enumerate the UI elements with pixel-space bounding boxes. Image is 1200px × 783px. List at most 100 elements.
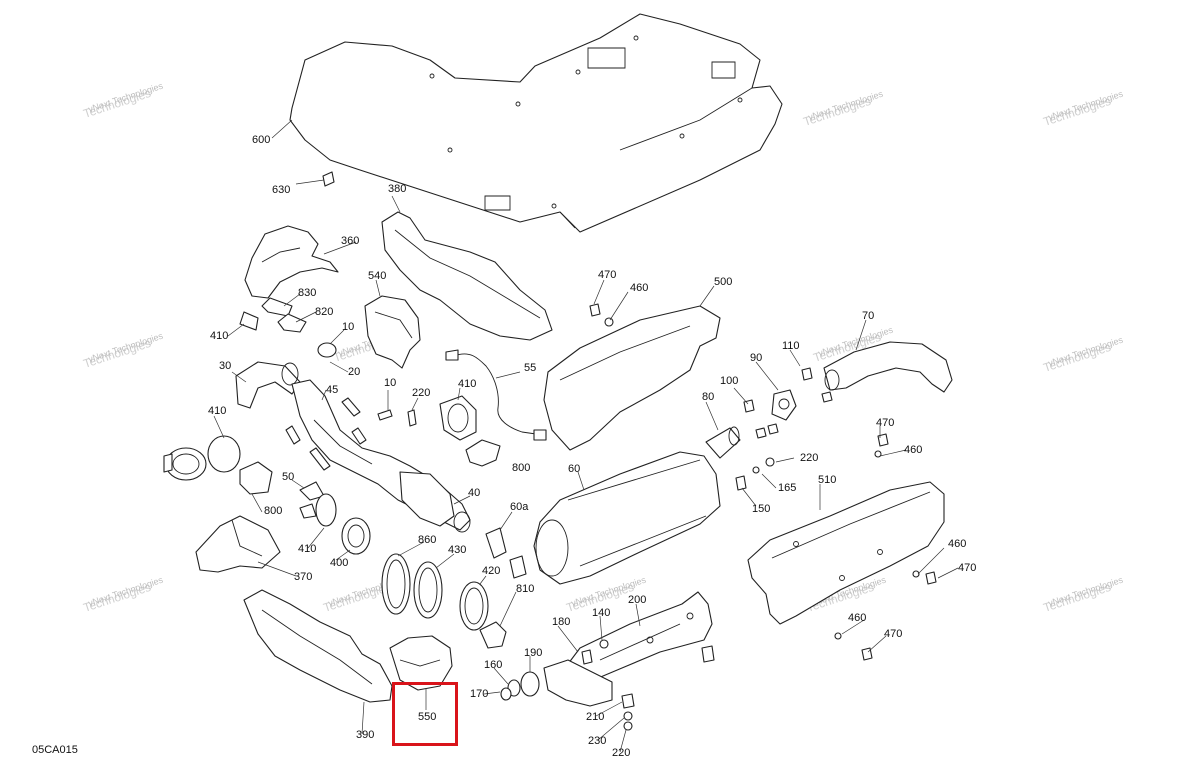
part-220-nut [765,457,775,467]
part-180-bolt [581,649,593,665]
callout-460-d: 460 [848,612,866,624]
callout-810: 810 [516,583,534,595]
part-370-pipe [195,515,281,573]
watermark-small: vNext Technologies [87,331,165,365]
part-390-heat-shield [243,589,393,703]
part-410-clamp-left [163,435,241,481]
part-410-clamp-center [315,493,337,527]
part-400-clamp [341,517,371,555]
part-470-bolt-right [861,433,937,661]
callout-460-c: 460 [948,538,966,550]
part-60a-bracket [485,527,527,579]
part-220-nut-bottom [623,721,633,731]
callout-460-b: 460 [904,444,922,456]
callout-45: 45 [326,384,338,396]
part-lower-bracket [543,659,613,707]
part-80-pipe [705,426,741,459]
part-410-clamp-b [439,395,477,441]
part-110-bolt [801,367,813,381]
part-150-bolt [735,475,747,491]
callout-210: 210 [586,711,604,723]
callout-460-a: 460 [630,282,648,294]
callout-40: 40 [468,487,480,499]
part-410-clamp-a [239,311,259,331]
part-10-gasket [317,342,337,358]
part-230-washer [623,711,633,721]
callout-110: 110 [782,340,800,352]
callout-80: 80 [702,391,714,403]
callout-180: 180 [552,616,570,628]
part-830-bracket [261,297,293,317]
callout-190: 190 [524,647,542,659]
callout-50: 50 [282,471,294,483]
watermark-small: vNext Technologies [1047,335,1125,369]
callout-500: 500 [714,276,732,288]
part-60-muffler [533,451,721,585]
part-460-nut-top [604,317,614,327]
callout-470-b: 470 [876,417,894,429]
part-90-gasket [771,389,797,421]
callout-800-b: 800 [264,505,282,517]
part-55-oxygen-sensor [445,349,547,441]
callout-540: 540 [368,270,386,282]
callout-60a: 60a [510,501,529,513]
part-70-tail-pipe [823,341,953,393]
callout-430: 430 [448,544,466,556]
callout-380: 380 [388,183,406,195]
part-470-bolt-top [589,303,601,317]
callout-800-a: 800 [512,462,530,474]
part-820-bracket [277,313,307,333]
part-165-washer [752,466,760,474]
callout-410-d: 410 [298,543,316,555]
part-860-clamp-ring [381,553,411,615]
callout-100: 100 [720,375,738,387]
callout-30: 30 [219,360,231,372]
part-190-bushing [520,671,540,697]
watermark-small: vNext Technologies [87,81,165,115]
part-45-spring [285,397,367,471]
highlight-box-550[interactable] [392,682,458,746]
callout-170: 170 [470,688,488,700]
callout-220-a: 220 [412,387,430,399]
callout-390: 390 [356,729,374,741]
callout-10-a: 10 [342,321,354,333]
callout-400: 400 [330,557,348,569]
callout-830: 830 [298,287,316,299]
callout-410-c: 410 [208,405,226,417]
callout-370: 370 [294,571,312,583]
callout-150: 150 [752,503,770,515]
callout-60: 60 [568,463,580,475]
callout-90: 90 [750,352,762,364]
watermark-small: vNext Technologies [1047,89,1125,123]
callout-860: 860 [418,534,436,546]
callout-200: 200 [628,594,646,606]
watermark-small: vNext Technologies [1047,575,1125,609]
callout-600: 600 [252,134,270,146]
callout-160: 160 [484,659,502,671]
callout-470-a: 470 [598,269,616,281]
callout-55: 55 [524,362,536,374]
part-600-heat-shield [289,13,783,233]
watermark-small: vNext Technologies [807,89,885,123]
part-460-nut-right [834,450,920,640]
part-540-heat-shield [364,295,421,369]
part-430-clamp-ring [413,561,443,619]
callout-410-b: 410 [458,378,476,390]
callout-220-c: 220 [612,747,630,759]
callout-420: 420 [482,565,500,577]
callout-820: 820 [315,306,333,318]
callout-140: 140 [592,607,610,619]
part-140-nut [599,639,609,649]
callout-510: 510 [818,474,836,486]
part-100-bolt [743,399,755,413]
part-10-washer [377,409,393,421]
part-800-bracket-left [239,461,273,495]
callout-410-a: 410 [210,330,228,342]
callout-20: 20 [348,366,360,378]
part-170-nut [500,687,512,701]
callout-70: 70 [862,310,874,322]
callout-630: 630 [272,184,290,196]
part-50-bracket [299,481,325,519]
